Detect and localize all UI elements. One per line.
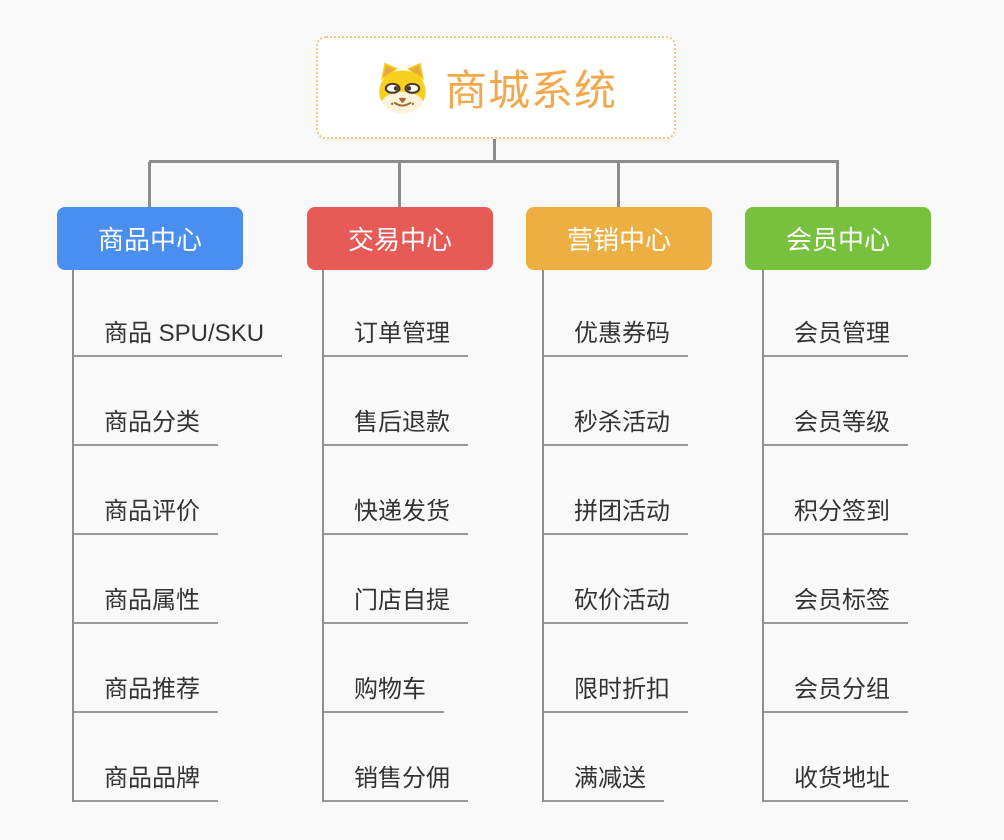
subtopic-item[interactable]: 积分签到 [764, 499, 908, 535]
subtopic-item[interactable]: 商品品牌 [74, 766, 218, 802]
branch-topic-member-center[interactable]: 会员中心 [745, 207, 931, 270]
subtopic-item[interactable]: 限时折扣 [544, 677, 688, 713]
subtopic-item[interactable]: 商品推荐 [74, 677, 218, 713]
subtopic-item[interactable]: 满减送 [544, 766, 664, 802]
connector-drop-trade [398, 162, 401, 208]
subtopic-item[interactable]: 购物车 [324, 677, 444, 713]
root-topic-card[interactable]: 商城系统 [316, 36, 676, 139]
root-topic-title: 商城系统 [444, 67, 617, 114]
branch-column-trade: 订单管理 售后退款 快递发货 门店自提 购物车 销售分佣 [322, 270, 468, 802]
connector-drop-product [148, 162, 151, 208]
subtopic-item[interactable]: 收货地址 [764, 766, 908, 802]
subtopic-item[interactable]: 门店自提 [324, 588, 468, 624]
branch-column-product: 商品 SPU/SKU 商品分类 商品评价 商品属性 商品推荐 商品品牌 [72, 270, 283, 802]
subtopic-item[interactable]: 砍价活动 [544, 588, 688, 624]
dog-face-icon [379, 62, 426, 114]
subtopic-item[interactable]: 优惠券码 [544, 321, 688, 357]
subtopic-item[interactable]: 快递发货 [324, 499, 468, 535]
branch-topic-trade-center[interactable]: 交易中心 [307, 207, 493, 270]
branch-column-member: 会员管理 会员等级 积分签到 会员标签 会员分组 收货地址 [762, 270, 908, 802]
connector-drop-member [836, 162, 839, 208]
subtopic-item[interactable]: 商品分类 [74, 410, 218, 446]
connector-bus-line [149, 160, 839, 163]
subtopic-item[interactable]: 会员管理 [764, 321, 908, 357]
connector-root-trunk [493, 138, 496, 163]
branch-topic-marketing-center[interactable]: 营销中心 [526, 207, 712, 270]
subtopic-item[interactable]: 售后退款 [324, 410, 468, 446]
subtopic-item[interactable]: 秒杀活动 [544, 410, 688, 446]
branch-topic-product-center[interactable]: 商品中心 [57, 207, 243, 270]
subtopic-item[interactable]: 销售分佣 [324, 766, 468, 802]
connector-drop-marketing [617, 162, 620, 208]
subtopic-item[interactable]: 会员标签 [764, 588, 908, 624]
subtopic-item[interactable]: 订单管理 [324, 321, 468, 357]
subtopic-item[interactable]: 拼团活动 [544, 499, 688, 535]
subtopic-item[interactable]: 会员等级 [764, 410, 908, 446]
subtopic-item[interactable]: 会员分组 [764, 677, 908, 713]
subtopic-item[interactable]: 商品评价 [74, 499, 218, 535]
branch-column-marketing: 优惠券码 秒杀活动 拼团活动 砍价活动 限时折扣 满减送 [542, 270, 688, 802]
subtopic-item[interactable]: 商品属性 [74, 588, 218, 624]
subtopic-item[interactable]: 商品 SPU/SKU [74, 321, 283, 357]
